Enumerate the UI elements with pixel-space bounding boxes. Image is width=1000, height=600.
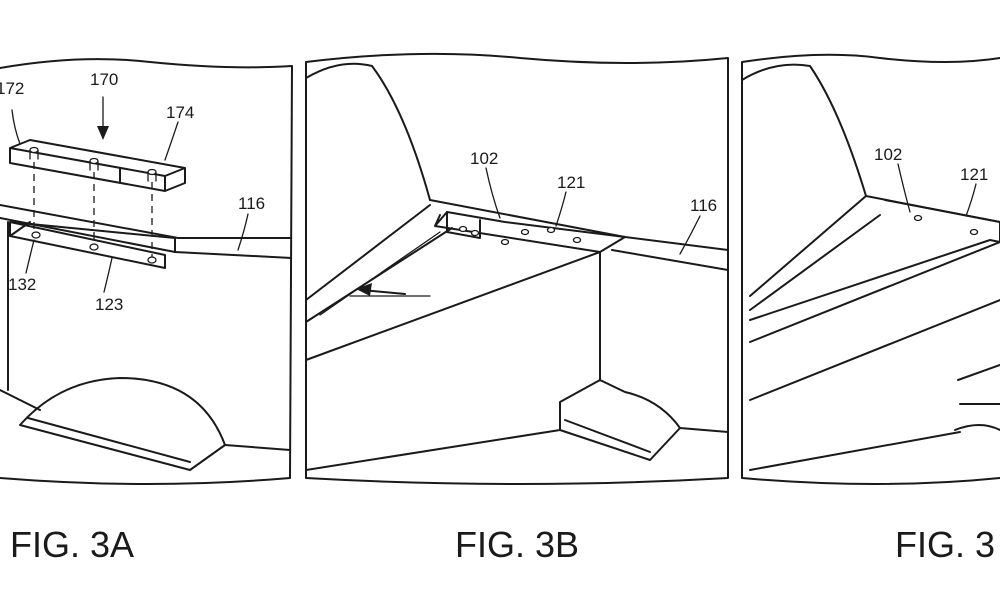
lid-hole (971, 230, 978, 235)
lid-hole (548, 228, 555, 233)
ref-174: 174 (166, 103, 194, 122)
bar-peg-top (30, 148, 38, 153)
ref-123: 123 (95, 295, 123, 314)
figure-3a-caption: FIG. 3A (10, 524, 134, 565)
ref-172: 172 (0, 79, 24, 98)
figure-3a-frame (0, 59, 292, 484)
figure-3b: 102 121 116 FIG. 3B (306, 54, 728, 565)
leader-arrowhead (97, 126, 109, 140)
bar-peg-top (90, 159, 98, 164)
lid-hole (574, 238, 581, 243)
leader-102 (898, 164, 910, 212)
ref-121: 121 (960, 165, 988, 184)
bracket-hole (148, 257, 156, 263)
ref-102: 102 (470, 149, 498, 168)
figure-3b-drawing (306, 64, 728, 478)
figure-3a: 172 170 174 116 132 123 FIG. 3A (0, 59, 292, 565)
figure-3c: 102 121 FIG. 3 (742, 55, 1000, 565)
ref-132: 132 (8, 275, 36, 294)
bed-wall (0, 222, 40, 410)
figure-3c-caption: FIG. 3 (895, 524, 995, 565)
bed-floor (306, 430, 560, 470)
bar-peg-top (148, 170, 156, 175)
bracket-hole (460, 227, 467, 232)
cab-outline (742, 65, 866, 196)
bracket-hole (32, 232, 40, 238)
bracket-hole (472, 231, 479, 236)
ref-170: 170 (90, 70, 118, 89)
leader-123 (104, 258, 112, 292)
ref-116: 116 (238, 194, 265, 213)
leader-121 (556, 192, 566, 226)
wheel-well (560, 370, 728, 460)
figure-3b-frame (306, 54, 728, 484)
leader-174 (165, 122, 178, 160)
bed-floor (750, 432, 960, 470)
lid-hole (502, 240, 509, 245)
bracket-hole (90, 244, 98, 250)
wheel-well (20, 378, 225, 470)
leader-116 (680, 216, 700, 254)
leader-172 (12, 110, 20, 144)
figure-3b-caption: FIG. 3B (455, 524, 579, 565)
wheel-well (955, 365, 1000, 430)
ref-121: 121 (557, 173, 585, 192)
cab-outline (306, 64, 430, 200)
leader-132 (26, 240, 34, 273)
lid-hole (915, 216, 922, 221)
ref-102: 102 (874, 145, 902, 164)
leader-116 (238, 214, 248, 250)
leader-121 (966, 184, 976, 216)
figure-3a-drawing (0, 97, 292, 470)
figure-3c-drawing (742, 65, 1000, 470)
bed-floor (225, 445, 290, 450)
ref-116: 116 (690, 196, 717, 215)
lid-hole (522, 230, 529, 235)
